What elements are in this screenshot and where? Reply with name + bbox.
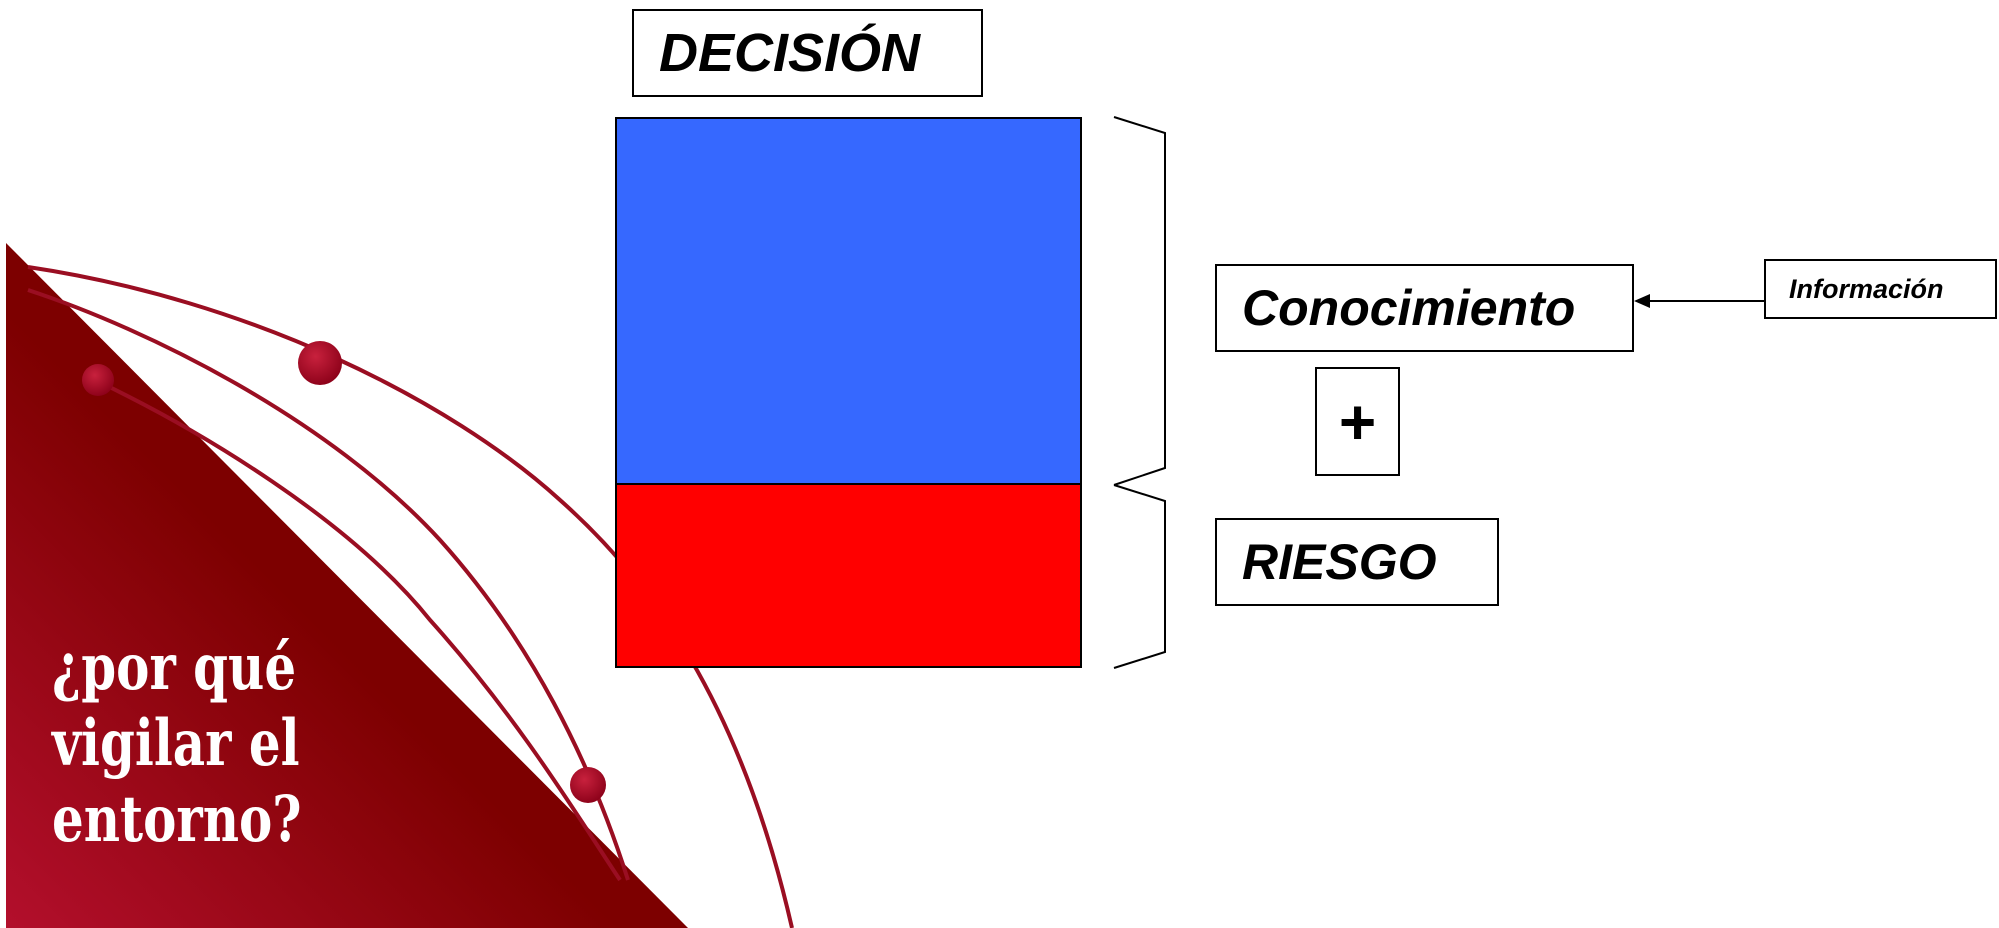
- brace-risk: [1113, 484, 1166, 669]
- arc-line-inner: [94, 378, 622, 882]
- plus-box: +: [1315, 367, 1400, 476]
- decision-box: DECISIÓN: [632, 9, 983, 97]
- decor-dot-left: [82, 364, 114, 396]
- slide-title: ¿por qué vigilar el entorno?: [52, 630, 333, 858]
- slide-title-line: ¿por qué: [52, 630, 297, 705]
- decor-dot-bottom: [570, 767, 606, 803]
- slide-title-line: entorno?: [52, 782, 302, 857]
- knowledge-box: Conocimiento: [1215, 264, 1634, 352]
- arrow-head: [1634, 294, 1650, 308]
- plus-sign: +: [1338, 385, 1377, 458]
- decision-label: DECISIÓN: [659, 23, 921, 83]
- information-box: Información: [1764, 259, 1997, 319]
- knowledge-block: [615, 117, 1082, 485]
- red-triangle-shape: [6, 243, 688, 928]
- knowledge-label: Conocimiento: [1242, 280, 1576, 336]
- brace-knowledge: [1113, 116, 1166, 486]
- information-label: Información: [1789, 273, 1944, 304]
- slide-title-line: vigilar el: [52, 706, 300, 781]
- risk-block: [615, 485, 1082, 668]
- risk-box: RIESGO: [1215, 518, 1499, 606]
- arc-line-outer: [27, 265, 794, 928]
- risk-label: RIESGO: [1242, 534, 1437, 590]
- arc-line-middle: [27, 288, 630, 881]
- decor-dot-top: [298, 341, 342, 385]
